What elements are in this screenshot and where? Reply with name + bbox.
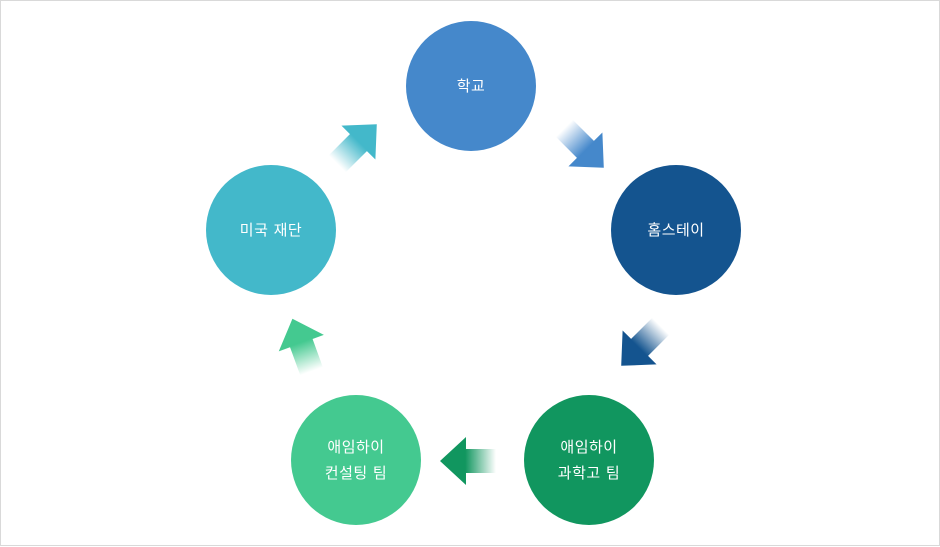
node-homestay-label: 홈스테이: [647, 221, 705, 239]
node-foundation: 미국 재단: [206, 165, 336, 295]
node-consulting-team: 애임하이 컨설팅 팀: [291, 395, 421, 525]
arrow-science-to-consulting: [440, 437, 496, 485]
node-science-team-line2: 과학고 팀: [557, 464, 621, 482]
node-foundation-label: 미국 재단: [239, 221, 303, 239]
node-school-label: 학교: [456, 77, 486, 95]
node-school: 학교: [406, 21, 536, 151]
node-consulting-team-line2: 컨설팅 팀: [324, 464, 388, 482]
arrow-consulting-to-foundation: [278, 318, 324, 376]
node-homestay: 홈스테이: [611, 165, 741, 295]
arrow-foundation-to-school: [328, 124, 377, 173]
node-science-team: 애임하이 과학고 팀: [524, 395, 654, 525]
node-science-team-line1: 애임하이: [560, 438, 618, 456]
node-consulting-team-line1: 애임하이: [327, 438, 385, 456]
arrow-homestay-to-science: [621, 317, 670, 366]
arrow-school-to-homestay: [555, 119, 604, 168]
